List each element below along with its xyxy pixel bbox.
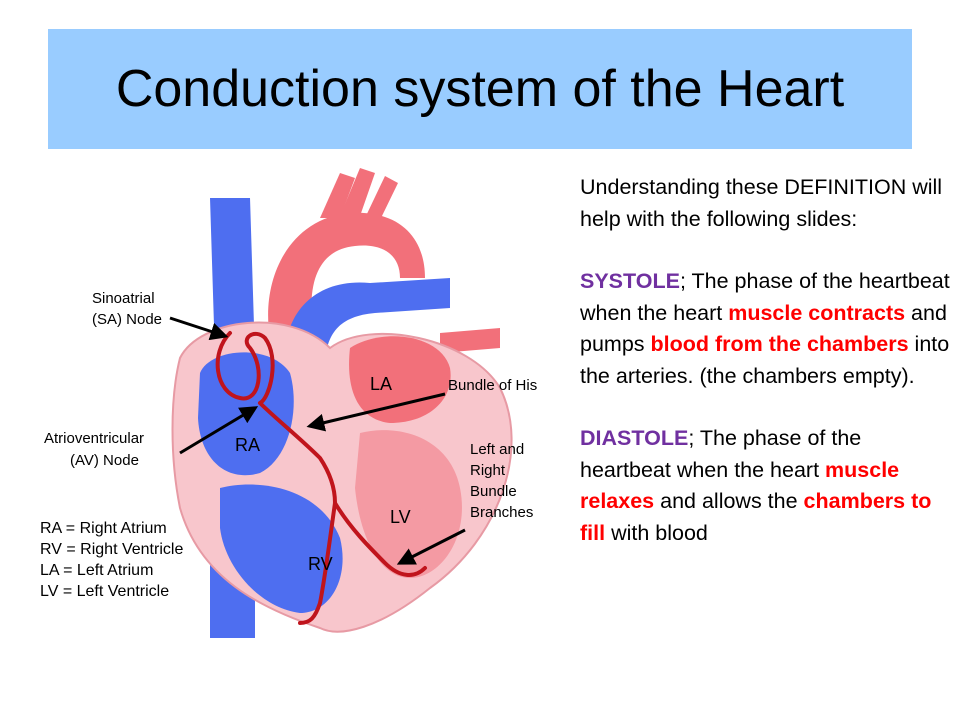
title-banner: Conduction system of the Heart [48, 29, 912, 149]
superior-vena-cava [210, 198, 255, 358]
pulmonary-vein [440, 328, 500, 353]
chamber-label-lv: LV [390, 507, 411, 527]
left-ventricle [355, 430, 462, 578]
legend-ra: RA = Right Atrium [40, 520, 167, 537]
diastole-definition: DIASTOLE; The phase of the heartbeat whe… [580, 423, 950, 549]
conduction-pathway [215, 331, 427, 625]
aorta-branch-2 [340, 168, 375, 216]
abbreviation-legend: RA = Right Atrium RV = Right Ventricle L… [40, 520, 183, 600]
chamber-label-la: LA [370, 374, 392, 394]
sa-node-arrow [169, 316, 229, 341]
systole-term: SYSTOLE [580, 269, 680, 293]
av-node-label-line1: Atrioventricular [44, 430, 144, 447]
heart-diagram: RA LA RV LV Sinoatrial (SA) Node Atriove… [40, 168, 537, 638]
right-ventricle [220, 484, 343, 613]
left-atrium [349, 336, 451, 423]
bundle-branches-label-line1: Left and [470, 441, 524, 458]
av-node-arrow [179, 406, 259, 455]
definitions-panel: Understanding these DEFINITION will help… [580, 172, 950, 580]
aorta-branch-1 [320, 173, 355, 218]
aorta [268, 212, 425, 343]
bundle-of-his-label: Bundle of His [448, 377, 537, 394]
systole-text-e: into the arteries. (the chambers empty). [580, 332, 950, 388]
diastole-text-e: with blood [605, 520, 708, 545]
av-node-label-line2: (AV) Node [70, 452, 139, 469]
systole-text-c: and pumps [580, 300, 947, 357]
aorta-branch-3 [365, 176, 398, 220]
chamber-label-ra: RA [235, 435, 260, 455]
legend-lv: LV = Left Ventricle [40, 583, 169, 600]
bundle-branches-label-line4: Branches [470, 504, 533, 521]
slide-title: Conduction system of the Heart [115, 60, 845, 118]
left-bundle-branch [333, 501, 427, 577]
diastole-term: DIASTOLE [580, 426, 689, 450]
legend-rv: RV = Right Ventricle [40, 541, 183, 558]
systole-text-a: ; The phase of the heartbeat when the he… [580, 269, 950, 325]
systole-highlight-contracts: muscle contracts [728, 300, 906, 325]
sa-node-label-line2: (SA) Node [92, 311, 162, 328]
right-bundle-branch [298, 501, 337, 625]
systole-highlight-blood: blood from the chambers [650, 332, 909, 356]
diastole-text-c: and allows the [654, 489, 804, 513]
bundle-of-his-path [258, 401, 337, 505]
intro-paragraph: Understanding these DEFINITION will help… [580, 175, 943, 231]
diastole-highlight-fill: chambers to fill [580, 489, 932, 545]
bundle-branches-label-line3: Bundle [470, 483, 517, 500]
bundle-branches-arrow [396, 528, 466, 565]
pointer-arrows [169, 316, 466, 565]
bundle-of-his-arrow [306, 392, 446, 432]
legend-la: LA = Left Atrium [40, 562, 153, 579]
bundle-branches-label-line2: Right [470, 462, 506, 479]
systole-definition: SYSTOLE; The phase of the heartbeat when… [580, 266, 950, 392]
chamber-label-rv: RV [308, 554, 333, 574]
sa-node-loop [215, 331, 275, 405]
diastole-text-a: ; The phase of the heartbeat when the he… [580, 426, 862, 482]
diastole-highlight-relaxes: muscle relaxes [580, 457, 900, 514]
sa-node-label-line1: Sinoatrial [92, 290, 155, 307]
